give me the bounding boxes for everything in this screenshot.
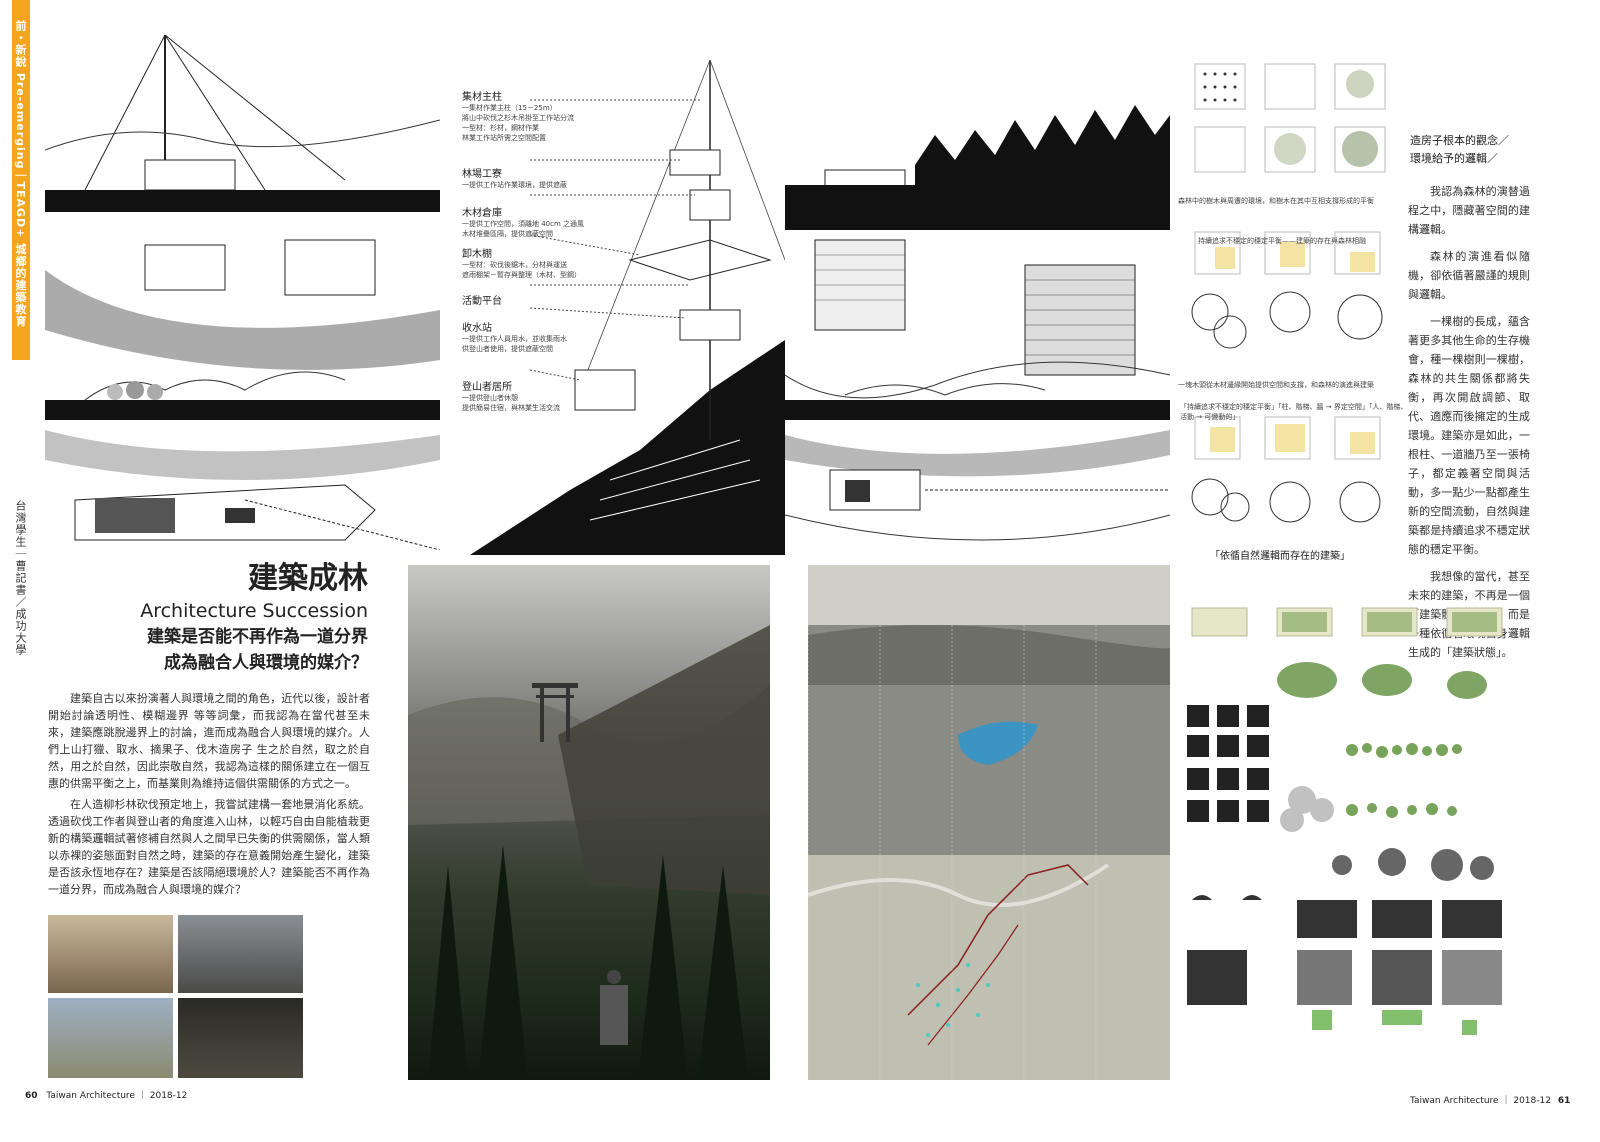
footer-left-date: 2018-12	[149, 1091, 188, 1101]
note-main-pole-0: 一集材作業主柱（15－25m）	[462, 104, 557, 112]
note-timber-depot-0: 一提供工作空間，須離地 40cm 之通風	[462, 220, 585, 228]
article-para-2: 在人造柳杉林砍伐預定地上，我嘗試建構一套地景消化系統。透過砍伐工作者與登山者的角…	[48, 798, 370, 896]
category-band	[12, 0, 30, 360]
footer-right-page: 61	[1557, 1096, 1571, 1106]
concept-diagrams	[1190, 62, 1405, 552]
label-activity-platform: 活動平台	[462, 296, 502, 307]
label-hut: 登山者居所	[462, 382, 512, 393]
caption-natural-logic: 「依循自然邏輯而存在的建築」	[1210, 551, 1350, 562]
note-forest-work-0: 一提供工作站作業環境，提供遮蔽	[462, 181, 567, 189]
caption-stable-balance: 持續追求不穩定的穩定平衡——建築的存在與森林相融	[1198, 237, 1366, 245]
site-map-image	[808, 565, 1170, 1080]
label-unload-shed: 卸木棚	[462, 249, 492, 260]
caption-stable-rules: 「持續追求不穩定的穩定平衡」「柱、階梯、牆 → 界定空間」「人、階梯、活動 → …	[1180, 403, 1408, 421]
note-main-pole-1: 將山中砍伐之杉木吊掛至工作站分流	[462, 114, 574, 122]
article-title-en: Architecture Succession	[140, 600, 368, 622]
footer-left-page: 60	[25, 1091, 38, 1101]
note-main-pole-2: 一型材：杉材，鋼材作業	[462, 124, 539, 132]
article-para-1: 建築自古以來扮演著人與環境之間的角色，近代以後，設計者開始討論透明性、模糊邊界 …	[48, 692, 370, 790]
concept-heading: 造房子根本的觀念／ 環境給予的邏輯／	[1410, 132, 1540, 168]
caption-wood-space: 一塊木頭從木材邊緣開始提供空間和支撐，和森林的演進與建築	[1178, 381, 1374, 389]
note-unload-shed-0: 一型材：砍伐後鋸木，分材與運送	[462, 261, 567, 269]
title-block: 建築成林 Architecture Succession 建築是否能不再作為一道…	[50, 560, 368, 676]
concept-heading-2: 環境給予的邏輯／	[1410, 152, 1498, 165]
category-label: 前・新銳 Pre-emerging｜TEAGD+ 城鄉的建築教育	[14, 20, 27, 328]
footer-right: Taiwan Architecture ｜ 2018-12 61	[1410, 1096, 1571, 1106]
footer-left: 60 Taiwan Architecture ｜ 2018-12	[25, 1091, 188, 1101]
article-subtitle-1: 建築是否能不再作為一道分界	[147, 627, 368, 647]
footer-left-mag: Taiwan Architecture	[46, 1091, 135, 1101]
site-section-drawing	[45, 30, 440, 550]
note-water-station-1: 供登山者使用，提供遮蔽空間	[462, 345, 553, 353]
concept-para-2: 森林的演進看似隨機，卻依循著嚴謹的規則與邏輯。	[1408, 250, 1530, 301]
concept-text: 我認為森林的演替過程之中，隱藏著空間的建構邏輯。 森林的演進看似隨機，卻依循著嚴…	[1408, 182, 1530, 670]
forest-section-drawing	[784, 75, 1171, 560]
photo-clearing	[48, 998, 173, 1078]
photo-night-forest	[178, 998, 303, 1078]
note-main-pole-3: 林業工作站所需之空間配置	[462, 134, 546, 142]
forest-collage-image	[408, 565, 770, 1080]
axonometric-drawing	[410, 59, 786, 555]
diagram-labels: 集材主柱 一集材作業主柱（15－25m） 將山中砍伐之杉木吊掛至工作站分流 一型…	[462, 88, 622, 413]
note-unload-shed-1: 遮雨棚架－暫存與整理（木材、型鋼）	[462, 271, 581, 279]
footer-right-mag: Taiwan Architecture	[1410, 1096, 1499, 1106]
label-forest-work: 林場工寮	[462, 169, 502, 180]
note-timber-depot-1: 木材堆疊區隔，提供遮蔽空間	[462, 230, 553, 238]
note-hut-1: 提供簡易住宿，與林業生活交流	[462, 404, 560, 412]
photo-tents-2	[178, 915, 303, 993]
tree-study-diagrams	[1182, 600, 1512, 1080]
article-title-zh: 建築成林	[248, 561, 368, 596]
concept-para-1: 我認為森林的演替過程之中，隱藏著空間的建構邏輯。	[1408, 185, 1530, 236]
article-subtitle-2: 成為融合人與環境的媒介？	[164, 653, 368, 673]
label-timber-depot: 木材倉庫	[462, 208, 502, 219]
author-label: 台灣學生｜曹記書／成功大學	[14, 500, 27, 656]
note-hut-0: 一提供登山者休憩	[462, 394, 518, 402]
note-water-station-0: 一提供工作人員用水，並收集雨水	[462, 335, 567, 343]
concept-heading-1: 造房子根本的觀念／	[1410, 134, 1509, 147]
caption-forest-balance: 森林中的樹木與周遭的環境，和樹木在其中互相支撐形成的平衡	[1178, 197, 1374, 205]
label-main-pole: 集材主柱	[462, 92, 502, 103]
footer-right-date: 2018-12	[1513, 1096, 1551, 1106]
photo-tents-1	[48, 915, 173, 993]
article-body: 建築自古以來扮演著人與環境之間的角色，近代以後，設計者開始討論透明性、模糊邊界 …	[48, 690, 370, 902]
concept-para-3: 一棵樹的長成，蘊含著更多其他生命的生存機會，種一棵樹則一棵樹，森林的共生關係都將…	[1408, 315, 1530, 556]
label-water-station: 收水站	[462, 323, 492, 334]
